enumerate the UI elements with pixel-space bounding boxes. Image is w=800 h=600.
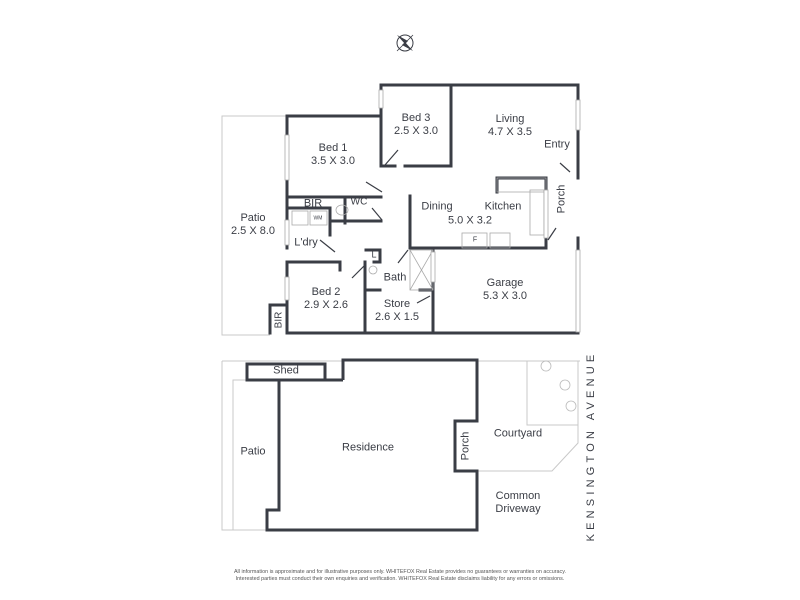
room-size: 4.7 X 3.5 (487, 126, 533, 138)
site-courtyard: Courtyard (493, 427, 543, 440)
disclaimer: All information is approximate and for i… (0, 569, 800, 583)
street-name: KENSINGTON AVENUE (585, 350, 597, 542)
compass-icon (396, 34, 414, 52)
room-size: 5.3 X 3.0 (482, 290, 528, 302)
room-bath: Bath (383, 271, 407, 284)
room-kitchen: Kitchen (484, 200, 522, 213)
room-dining: Dining (421, 200, 453, 213)
doors (319, 149, 571, 304)
site-porch: Porch (459, 431, 472, 461)
room-name: Patio (240, 212, 266, 224)
site-shed: Shed (273, 364, 299, 377)
room-bir: BIR (303, 197, 323, 210)
linen-label: L (371, 249, 377, 260)
fridge-label: F (472, 236, 478, 244)
washing-machine-label: WM (313, 215, 323, 222)
room-laundry: L'dry (294, 236, 318, 249)
room-size: 3.5 X 3.0 (310, 155, 356, 167)
driveway-line-2: Driveway (495, 503, 541, 515)
windows (284, 89, 581, 333)
room-name: Bed 3 (401, 112, 431, 124)
dining-kitchen-size: 5.0 X 3.2 (447, 214, 493, 227)
site-residence: Residence (342, 441, 394, 454)
patio-outline (221, 115, 287, 336)
room-name: Store (383, 298, 411, 310)
room-size: 2.5 X 3.0 (393, 125, 439, 137)
room-name: Bed 1 (318, 142, 348, 154)
room-wc: WC (350, 196, 368, 208)
room-name: Garage (486, 277, 524, 289)
room-porch: Porch (555, 184, 568, 214)
driveway-line-1: Common (495, 490, 541, 502)
disclaimer-line-2: Interested parties must conduct their ow… (235, 576, 565, 582)
room-name: Bed 2 (311, 286, 341, 298)
site-patio: Patio (240, 445, 266, 458)
room-size: 2.6 X 1.5 (374, 311, 420, 323)
room-size: 2.5 X 8.0 (230, 225, 276, 237)
room-name: Living (495, 113, 525, 125)
room-entry: Entry (544, 138, 570, 151)
residence-outline (245, 358, 479, 532)
room-bir-2: BIR (273, 311, 285, 329)
room-size: 2.9 X 2.6 (303, 299, 349, 311)
plant-icon (540, 360, 577, 412)
disclaimer-line-1: All information is approximate and for i… (233, 569, 567, 575)
